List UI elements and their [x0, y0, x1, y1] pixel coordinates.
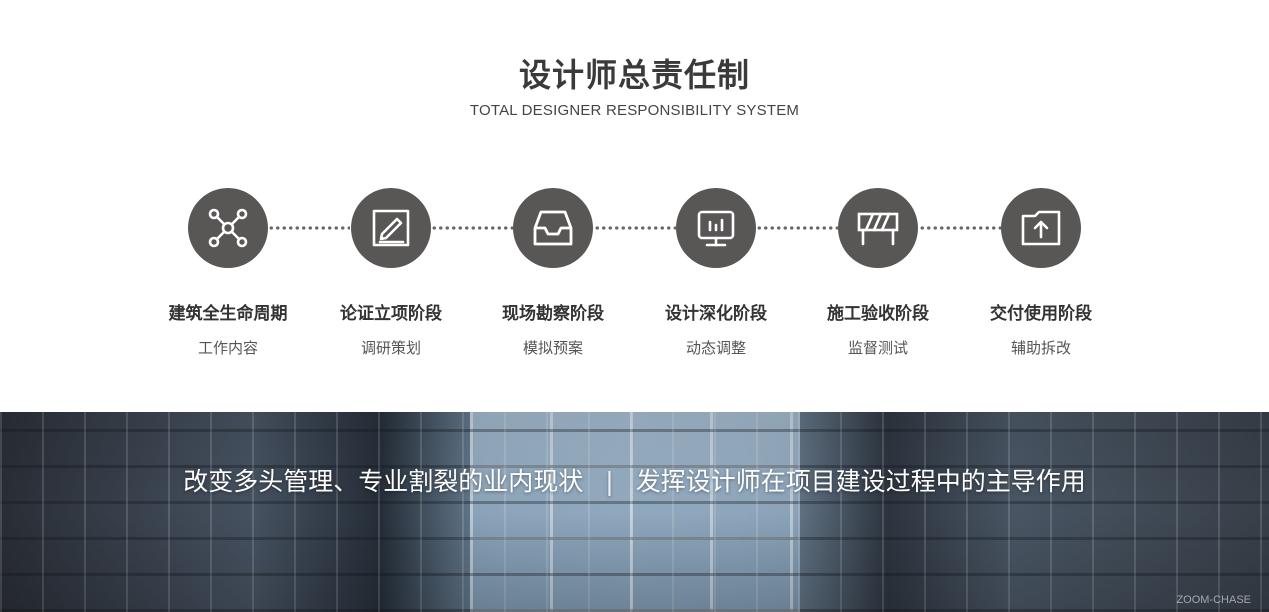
banner-shade — [0, 412, 1269, 612]
network-nodes-icon — [188, 188, 268, 268]
construction-barrier-icon — [838, 188, 918, 268]
watermark: ZOOM-CHASE — [1176, 594, 1251, 606]
stage-feasibility: 论证立项阶段 调研策划 — [311, 188, 471, 358]
stage-subtitle: 动态调整 — [685, 339, 746, 357]
stage-title: 论证立项阶段 — [340, 304, 442, 324]
stage-survey: 现场勘察阶段 模拟预案 — [473, 188, 633, 358]
stage-lifecycle: 建筑全生命周期 工作内容 — [148, 188, 308, 358]
stage-title: 建筑全生命周期 — [168, 304, 288, 324]
banner-window-grid — [0, 412, 1269, 612]
banner-slogan: 改变多头管理、专业割裂的业内现状 | 发挥设计师在项目建设过程中的主导作用 — [0, 462, 1269, 498]
connector-dots — [431, 226, 513, 230]
inbox-tray-icon — [513, 188, 593, 268]
banner-glass-facade — [470, 412, 800, 612]
connector-dots — [919, 226, 1001, 230]
slogan-left: 改变多头管理、专业割裂的业内现状 — [183, 467, 584, 496]
page-title: 设计师总责任制 — [518, 56, 750, 94]
stage-title: 现场勘察阶段 — [502, 304, 604, 324]
folder-upload-icon — [1001, 188, 1081, 268]
stage-title: 施工验收阶段 — [827, 304, 929, 324]
stage-acceptance: 施工验收阶段 监督测试 — [798, 188, 958, 358]
monitor-chart-icon — [676, 188, 756, 268]
stage-design: 设计深化阶段 动态调整 — [636, 188, 796, 358]
slogan-separator: | — [605, 467, 614, 496]
connector-dots — [268, 226, 350, 230]
connector-dots — [594, 226, 676, 230]
stage-subtitle: 模拟预案 — [522, 339, 583, 357]
stage-subtitle: 辅助拆改 — [1010, 339, 1071, 357]
document-edit-icon — [351, 188, 431, 268]
stage-delivery: 交付使用阶段 辅助拆改 — [961, 188, 1121, 358]
building-banner — [0, 412, 1269, 612]
slogan-right: 发挥设计师在项目建设过程中的主导作用 — [635, 467, 1086, 496]
connector-dots — [756, 226, 838, 230]
stage-subtitle: 工作内容 — [197, 339, 258, 357]
page-subtitle: TOTAL DESIGNER RESPONSIBILITY SYSTEM — [469, 102, 800, 119]
stage-subtitle: 监督测试 — [847, 339, 908, 357]
stage-title: 设计深化阶段 — [665, 304, 767, 324]
stage-title: 交付使用阶段 — [990, 304, 1092, 324]
stage-subtitle: 调研策划 — [360, 339, 421, 357]
